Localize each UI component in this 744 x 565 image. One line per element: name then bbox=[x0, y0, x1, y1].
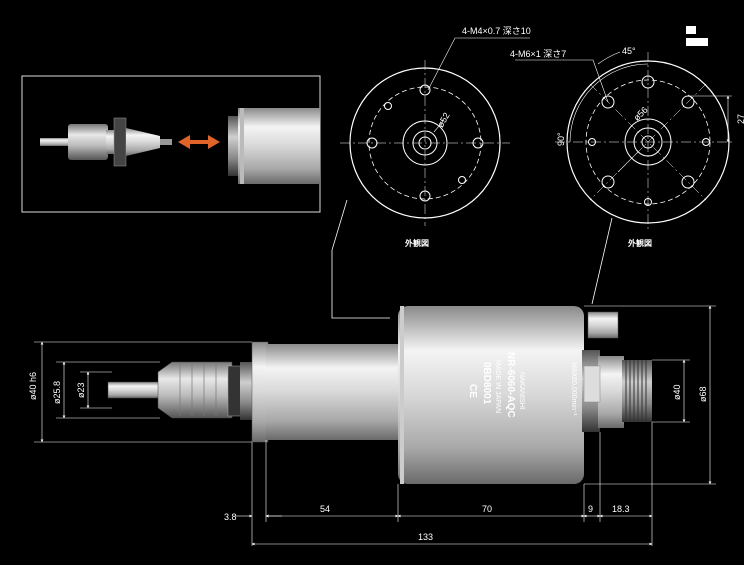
dim-d23: ø23 bbox=[76, 382, 86, 398]
dim-133: 133 bbox=[418, 532, 433, 542]
hole-note-m6: 4-M6×1 深さ7 bbox=[510, 49, 566, 59]
max-speed-label: MAX60,000min⁻¹ bbox=[570, 362, 577, 417]
front-view-left bbox=[340, 37, 530, 226]
dim-d68: ø68 bbox=[698, 386, 708, 402]
brand-mark: NAKANISHI bbox=[518, 372, 525, 410]
dim-18-3: 18.3 bbox=[612, 504, 630, 514]
dim-d40h6: ø40 h6 bbox=[28, 372, 38, 400]
dim-3-8: 3.8 bbox=[224, 512, 237, 522]
front-view-left-caption: 外観図 bbox=[405, 238, 429, 248]
spindle-side-view bbox=[107, 306, 652, 484]
dim-27-label: 27 bbox=[736, 114, 744, 124]
dimension-lines bbox=[34, 305, 716, 546]
angle-90-label: 90° bbox=[556, 132, 566, 146]
view-leader-lines bbox=[331, 199, 613, 319]
corner-mark bbox=[686, 26, 708, 46]
serial-label: 0BD8001 bbox=[481, 362, 492, 405]
dim-d40: ø40 bbox=[672, 384, 682, 400]
body-markings: NAKANISHI NR-6060-AQC MADE IN JAPAN 0BD8… bbox=[467, 352, 577, 418]
model-label: NR-6060-AQC bbox=[505, 352, 516, 418]
ce-mark: CE bbox=[467, 384, 478, 398]
dim-d25-8: ø25.8 bbox=[52, 381, 62, 404]
front-view-right-caption: 外観図 bbox=[628, 238, 652, 248]
tool-change-inset bbox=[21, 75, 321, 213]
angle-45-label: 45° bbox=[622, 46, 636, 56]
front-view-right bbox=[515, 51, 735, 232]
dim-9: 9 bbox=[588, 504, 593, 514]
dim-70: 70 bbox=[482, 504, 492, 514]
origin-label: MADE IN JAPAN bbox=[494, 360, 501, 413]
diameter-56-label: ø56 bbox=[632, 105, 650, 123]
diameter-52-label: ø52 bbox=[435, 111, 451, 129]
dim-54: 54 bbox=[320, 504, 330, 514]
exchange-arrow-icon bbox=[178, 135, 220, 149]
hole-note-m4: 4-M4×0.7 深さ10 bbox=[462, 26, 531, 36]
